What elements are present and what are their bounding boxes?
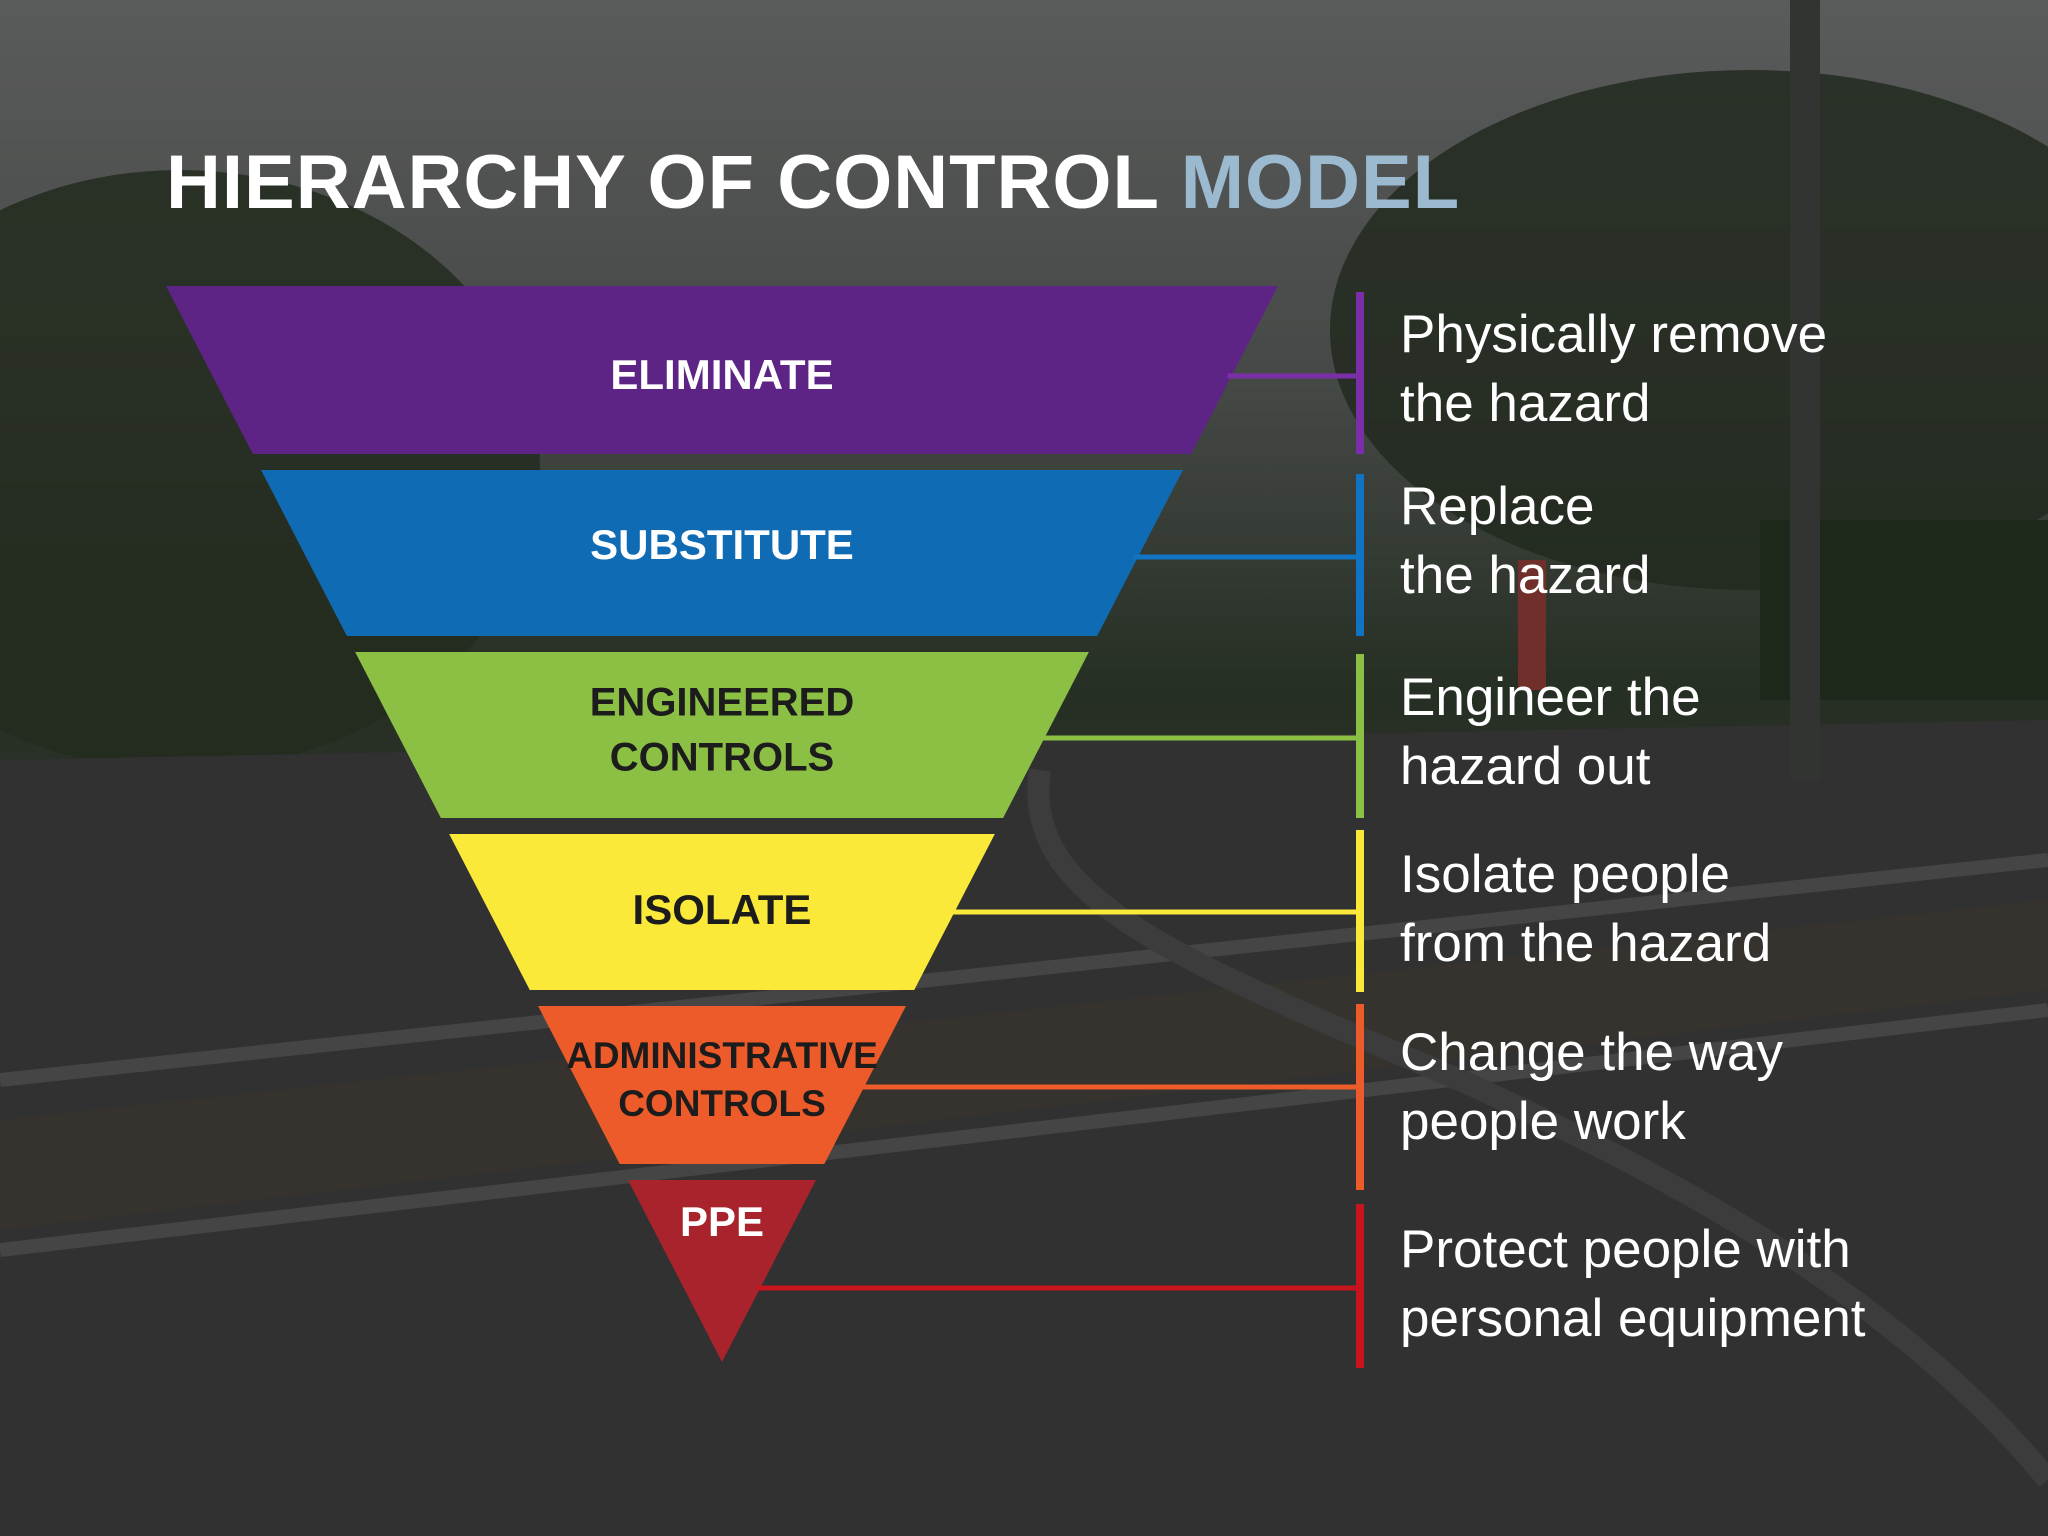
tier-label-administrative-controls: ADMINISTRATIVE bbox=[566, 1035, 878, 1076]
description-line: Change the way bbox=[1400, 1023, 1784, 1082]
warning-post bbox=[1518, 560, 1546, 690]
page-title: HIERARCHY OF CONTROL MODEL bbox=[166, 138, 1460, 228]
tier-eliminate bbox=[166, 286, 1278, 454]
description-substitute: Replace the hazard bbox=[1400, 472, 1650, 610]
description-line: the hazard bbox=[1400, 546, 1651, 605]
description-line: from the hazard bbox=[1400, 914, 1772, 973]
description-line: Isolate people bbox=[1400, 845, 1731, 904]
bracket-bar-administrative-controls bbox=[1356, 1004, 1364, 1190]
bracket-bar-substitute bbox=[1356, 474, 1364, 636]
bracket-bar-isolate bbox=[1356, 830, 1364, 992]
tier-label-substitute: SUBSTITUTE bbox=[590, 521, 854, 568]
description-line: personal equipment bbox=[1400, 1289, 1866, 1348]
description-engineered-controls: Engineer the hazard out bbox=[1400, 663, 1701, 801]
tier-label-eliminate: ELIMINATE bbox=[610, 351, 833, 398]
bracket-bar-eliminate bbox=[1356, 292, 1364, 454]
bracket-bar-engineered-controls bbox=[1356, 654, 1364, 818]
description-line: people work bbox=[1400, 1092, 1686, 1151]
trees-right bbox=[1330, 70, 2048, 590]
description-line: Replace bbox=[1400, 477, 1595, 536]
tier-label-ppe: PPE bbox=[680, 1198, 764, 1245]
description-line: Engineer the bbox=[1400, 668, 1701, 727]
tier-label-engineered-controls: CONTROLS bbox=[610, 736, 834, 780]
description-line: the hazard bbox=[1400, 374, 1651, 433]
tier-label-isolate: ISOLATE bbox=[633, 886, 812, 933]
description-ppe: Protect people with personal equipment bbox=[1400, 1215, 1866, 1353]
tier-administrative-controls bbox=[538, 1006, 906, 1164]
cable-hose bbox=[1027, 768, 2048, 1487]
description-isolate: Isolate people from the hazard bbox=[1400, 840, 1771, 978]
rail-track-2 bbox=[0, 1003, 2048, 1257]
tier-engineered-controls bbox=[355, 652, 1089, 818]
description-eliminate: Physically remove the hazard bbox=[1400, 300, 1827, 438]
tier-ppe bbox=[627, 1180, 817, 1362]
tier-substitute bbox=[261, 470, 1183, 636]
bracket-bar-ppe bbox=[1356, 1204, 1364, 1368]
tier-label-engineered-controls: ENGINEERED bbox=[590, 681, 855, 725]
wooden-sleepers bbox=[0, 900, 2048, 1230]
rail-track-1 bbox=[0, 853, 2048, 1087]
tier-label-administrative-controls: CONTROLS bbox=[618, 1083, 826, 1124]
title-main: HIERARCHY OF CONTROL bbox=[166, 140, 1159, 225]
tier-isolate bbox=[449, 834, 995, 990]
description-administrative-controls: Change the way people work bbox=[1400, 1018, 1783, 1156]
description-line: Physically remove bbox=[1400, 305, 1828, 364]
title-accent: MODEL bbox=[1180, 140, 1461, 225]
description-line: hazard out bbox=[1400, 737, 1651, 796]
signal-pole bbox=[1790, 0, 1820, 780]
description-line: Protect people with bbox=[1400, 1220, 1851, 1279]
